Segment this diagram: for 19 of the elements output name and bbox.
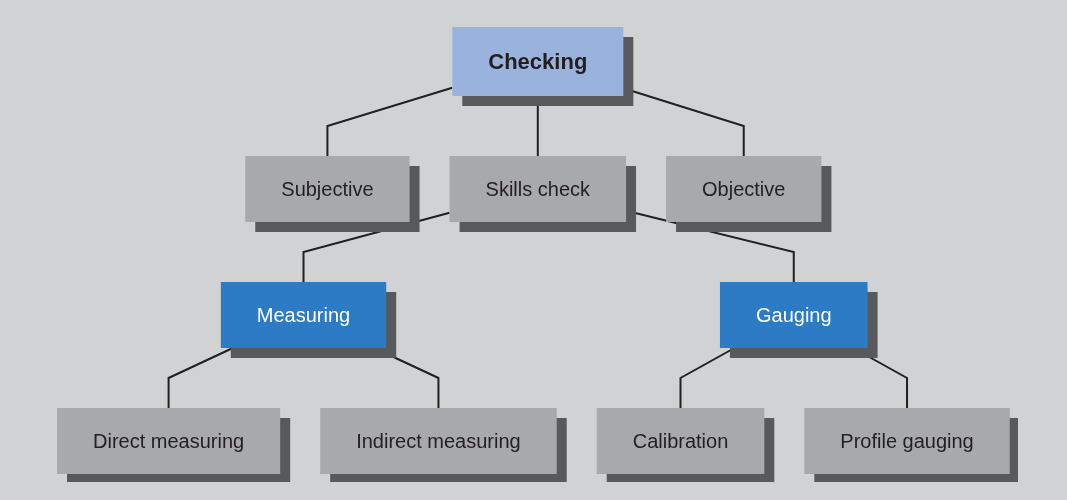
connector — [373, 346, 440, 409]
node-box: Calibration — [596, 407, 765, 474]
connector — [679, 346, 736, 409]
node-box: Gauging — [720, 281, 868, 348]
connector — [536, 94, 539, 157]
node-box: Profile gauging — [804, 407, 1010, 474]
node-box: Direct measuring — [57, 407, 281, 474]
connector — [852, 346, 909, 409]
node-box: Checking — [452, 26, 624, 96]
connector — [622, 86, 745, 157]
node-box: Objective — [666, 155, 822, 222]
connector — [625, 209, 795, 283]
node-box: Indirect measuring — [320, 407, 557, 474]
connector — [167, 346, 234, 409]
node-box: Measuring — [220, 281, 387, 348]
node-box: Subjective — [245, 155, 410, 222]
connector — [326, 86, 454, 157]
node-box: Skills check — [449, 155, 627, 222]
connector — [302, 211, 451, 283]
